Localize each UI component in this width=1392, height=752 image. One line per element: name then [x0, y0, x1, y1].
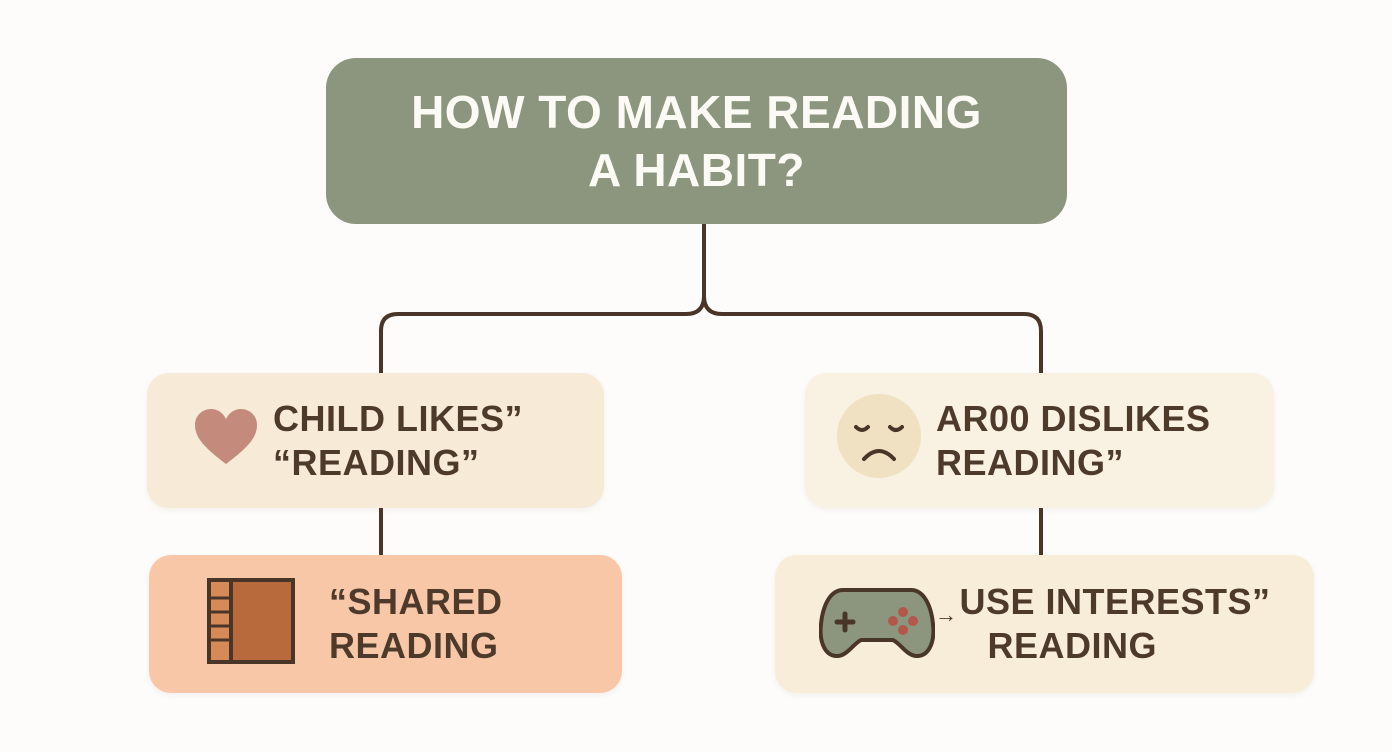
- game-controller-icon: [818, 584, 936, 670]
- child-likes-line-2: “READING”: [273, 441, 480, 483]
- child-dislikes-line-2: READING”: [936, 441, 1125, 483]
- shared-reading-node: “SHARED READING: [149, 555, 622, 693]
- use-interests-line-1: USE INTERESTS”: [959, 581, 1271, 622]
- child-dislikes-node: AR00 DISLIKES READING”: [805, 373, 1274, 508]
- sad-face-icon: [836, 393, 922, 489]
- root-title-line-1: HOW TO MAKE READING: [411, 86, 982, 138]
- heart-icon: [193, 408, 259, 478]
- use-interests-line-2: READING: [987, 625, 1158, 666]
- right-branch: [702, 294, 1043, 375]
- child-dislikes-line-1: AR00 DISLIKES: [936, 397, 1211, 439]
- use-interests-node: → USE INTERESTS” READING: [775, 555, 1314, 693]
- root-question-node: HOW TO MAKE READING A HABIT?: [326, 58, 1067, 224]
- root-stem: [684, 222, 706, 316]
- root-title-line-2: A HABIT?: [588, 144, 805, 196]
- shared-reading-line-1: “SHARED: [329, 581, 503, 622]
- arrow-icon: →: [935, 602, 958, 627]
- book-icon: [207, 578, 295, 674]
- shared-reading-line-2: READING: [329, 625, 499, 666]
- left-branch: [379, 312, 688, 375]
- child-likes-node: CHILD LIKES” “READING”: [147, 373, 604, 508]
- child-likes-line-1: CHILD LIKES”: [273, 397, 524, 439]
